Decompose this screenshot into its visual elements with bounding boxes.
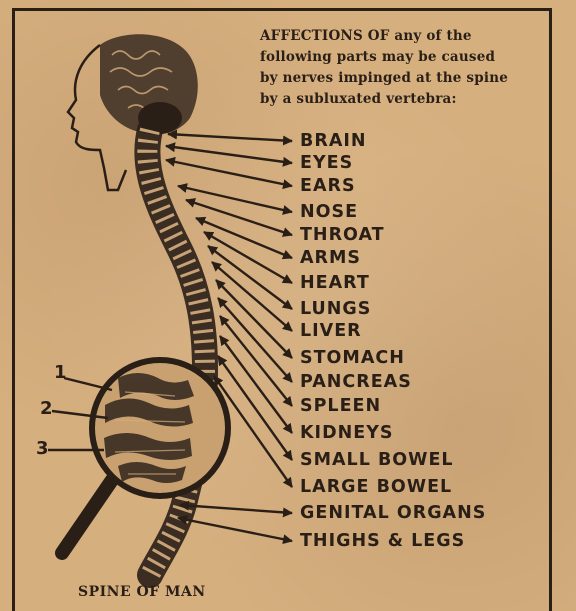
magnifier-label-1: 1 bbox=[54, 362, 67, 383]
magnifier-label-2: 2 bbox=[40, 398, 53, 419]
spine-column bbox=[147, 130, 205, 575]
organ-label-lungs: LUNGS bbox=[300, 299, 371, 319]
organ-label-heart: HEART bbox=[300, 273, 370, 293]
organ-label-brain: BRAIN bbox=[300, 131, 367, 151]
header-line: following parts may be caused bbox=[260, 47, 545, 68]
header-line: by nerves impinged at the spine bbox=[260, 68, 545, 89]
organ-label-pancreas: PANCREAS bbox=[300, 372, 412, 392]
organ-label-liver: LIVER bbox=[300, 321, 362, 341]
organ-label-kidneys: KIDNEYS bbox=[300, 423, 393, 443]
organ-label-large-bowel: LARGE BOWEL bbox=[300, 477, 452, 497]
header-line: by a subluxated vertebra: bbox=[260, 89, 545, 110]
organ-label-nose: NOSE bbox=[300, 202, 358, 222]
organ-label-spleen: SPLEEN bbox=[300, 396, 381, 416]
organ-label-genital-organs: GENITAL ORGANS bbox=[300, 503, 486, 523]
organ-label-eyes: EYES bbox=[300, 153, 353, 173]
header-line: AFFECTIONS OF any of the bbox=[260, 26, 545, 47]
figure-caption: SPINE OF MAN bbox=[78, 584, 206, 600]
header-text: AFFECTIONS OF any of the following parts… bbox=[260, 26, 545, 110]
organ-label-small-bowel: SMALL BOWEL bbox=[300, 450, 454, 470]
organ-label-thighs-legs: THIGHS & LEGS bbox=[300, 531, 465, 551]
organ-label-throat: THROAT bbox=[300, 225, 385, 245]
magnifier-label-3: 3 bbox=[36, 438, 49, 459]
organ-label-arms: ARMS bbox=[300, 248, 361, 268]
organ-label-stomach: STOMACH bbox=[300, 348, 405, 368]
organ-label-ears: EARS bbox=[300, 176, 356, 196]
